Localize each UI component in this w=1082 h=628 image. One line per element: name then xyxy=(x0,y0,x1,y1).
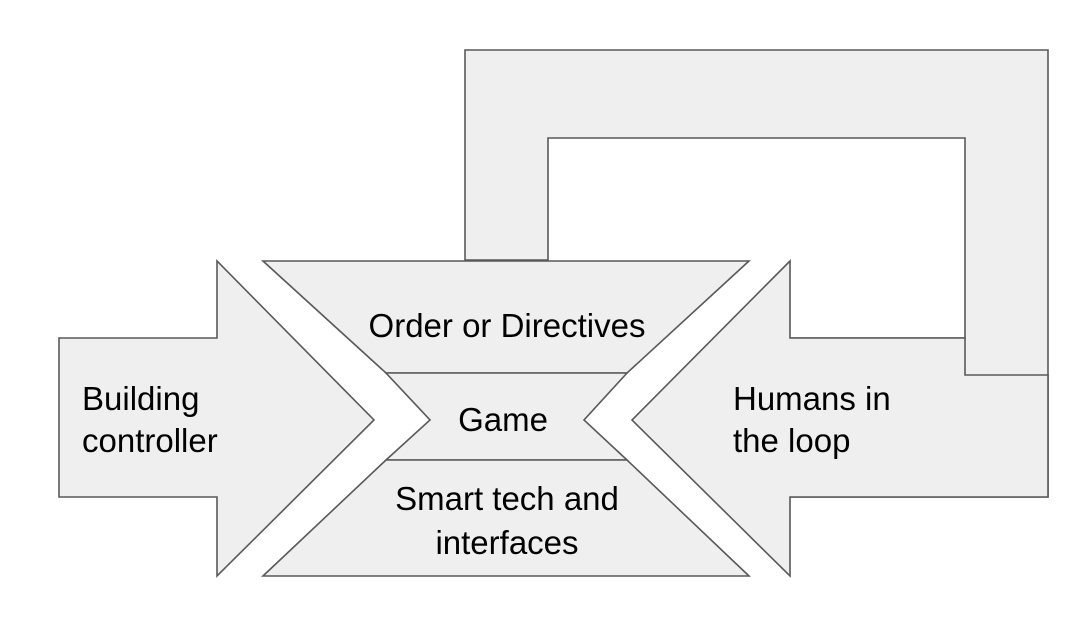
humans-in-loop-label-line2: the loop xyxy=(733,422,850,459)
building-controller-arrow xyxy=(58,259,376,578)
smart-tech-label-line1: Smart tech and xyxy=(395,480,619,517)
order-directives-label: Order or Directives xyxy=(369,307,646,344)
smart-tech-label-line2: interfaces xyxy=(435,524,578,561)
game-label: Game xyxy=(458,401,548,438)
humans-in-loop-arrow xyxy=(630,259,1049,578)
building-controller-label-line2: controller xyxy=(82,422,218,459)
smart-tech-block xyxy=(260,459,752,577)
humans-in-loop-label-line1: Humans in xyxy=(733,380,891,417)
building-controller-label-line1: Building xyxy=(82,380,199,417)
